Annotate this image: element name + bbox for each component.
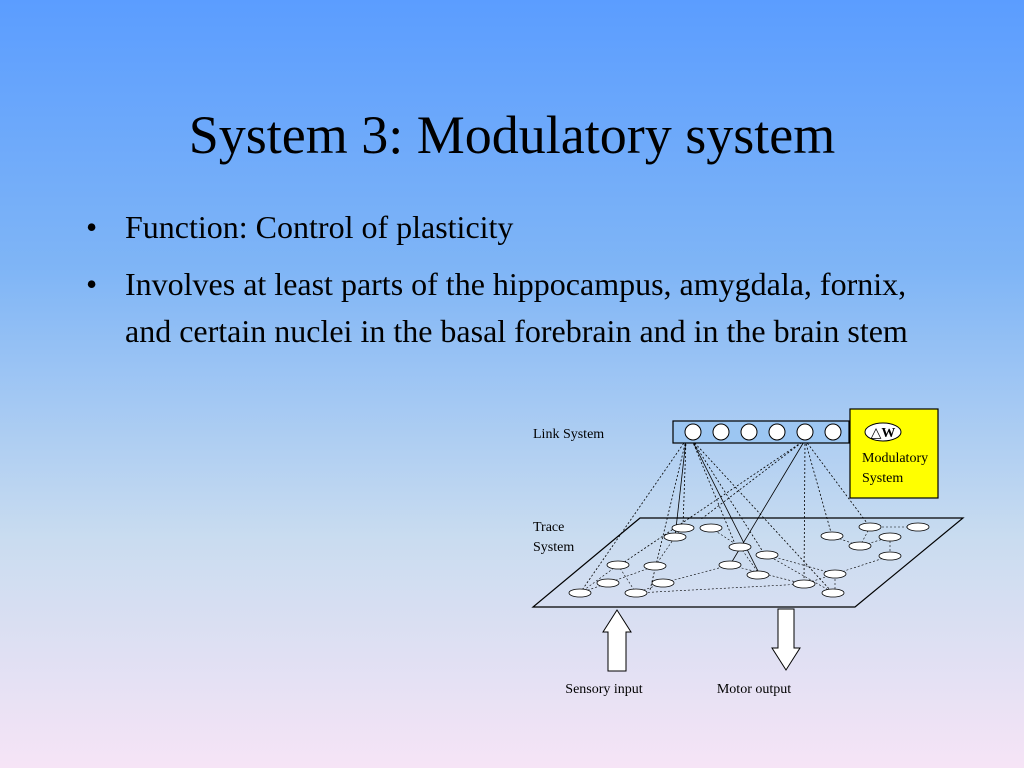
trace-node [820, 531, 844, 541]
delta-w-symbol: △W [871, 426, 896, 441]
trace-node [651, 578, 675, 588]
slide-title: System 3: Modulatory system [188, 105, 836, 165]
link-connections-solid [674, 439, 806, 576]
trace-node [858, 522, 882, 532]
trace-node [671, 523, 695, 533]
trace-node [728, 542, 752, 552]
trace-node [848, 541, 872, 551]
link-node [684, 423, 702, 441]
link-connections [579, 439, 871, 594]
bullet-list: • Function: Control of plasticity • Invo… [86, 204, 926, 365]
trace-node [624, 588, 648, 598]
trace-node [746, 570, 770, 580]
modulatory-label-line1: Modulatory [862, 451, 928, 466]
trace-node [755, 550, 779, 560]
link-node [768, 423, 786, 441]
link-node [712, 423, 730, 441]
link-node [740, 423, 758, 441]
trace-node [568, 588, 592, 598]
trace-label-line1: Trace [533, 520, 564, 535]
trace-label-line2: System [533, 540, 574, 555]
trace-node [643, 561, 667, 571]
bullet-item-involves: • Involves at least parts of the hippoca… [86, 261, 926, 355]
motor-output-label: Motor output [717, 682, 791, 697]
motor-output-arrow [771, 608, 801, 671]
bullet-marker: • [86, 266, 98, 302]
bullet-text: Involves at least parts of the hippocamp… [125, 266, 908, 349]
trace-node [878, 532, 902, 542]
bullet-item-function: • Function: Control of plasticity [86, 204, 926, 251]
trace-node [792, 579, 816, 589]
trace-node [606, 560, 630, 570]
sensory-input-arrow [602, 609, 632, 672]
trace-nodes [568, 522, 930, 598]
modulatory-label-line2: System [862, 471, 903, 486]
link-node [824, 423, 842, 441]
link-node [796, 423, 814, 441]
trace-connections [579, 525, 918, 594]
trace-node [596, 578, 620, 588]
trace-node [699, 523, 723, 533]
trace-node [663, 532, 687, 542]
trace-node [821, 588, 845, 598]
modulatory-system-box [849, 408, 939, 499]
trace-node [906, 522, 930, 532]
sensory-input-label: Sensory input [565, 682, 643, 697]
bullet-marker: • [86, 209, 98, 245]
trace-node [718, 560, 742, 570]
trace-node [823, 569, 847, 579]
bullet-text: Function: Control of plasticity [125, 209, 514, 245]
trace-system-plane [531, 517, 965, 608]
link-nodes [684, 423, 842, 441]
link-system-label: Link System [533, 427, 604, 442]
trace-node [878, 551, 902, 561]
delta-w-oval [864, 422, 902, 442]
